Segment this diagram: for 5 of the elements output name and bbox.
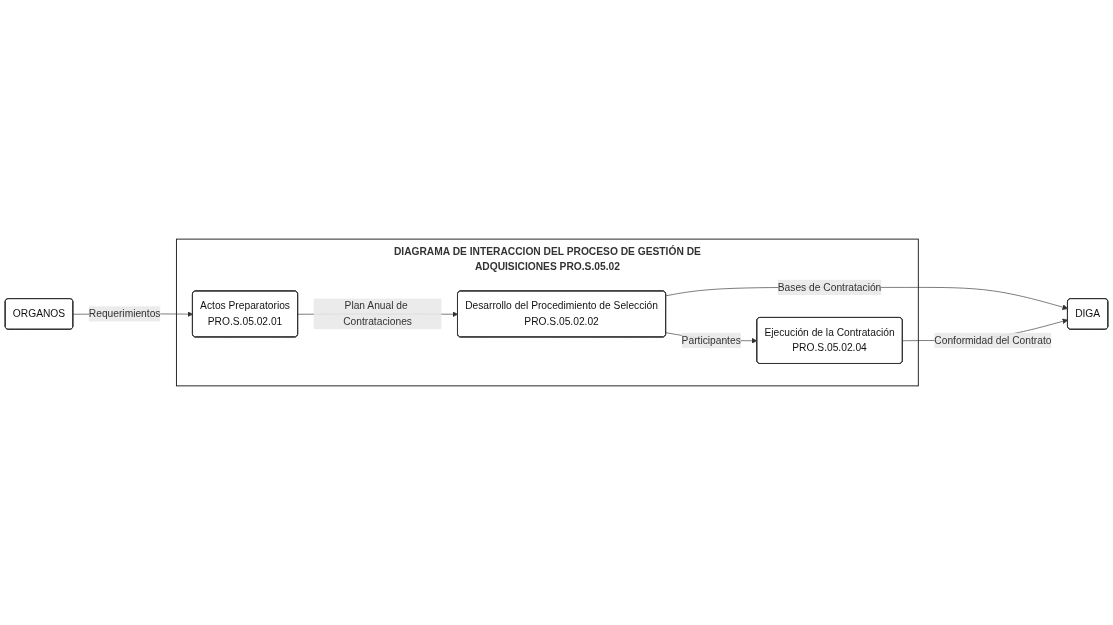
edge-label: Bases de Contratación bbox=[777, 281, 882, 293]
edge-label: Participantes bbox=[681, 334, 741, 346]
edge-label: Requerimientos bbox=[88, 308, 161, 320]
edge-label: Conformidad del Contrato bbox=[934, 334, 1052, 346]
edge-label: Plan Anual de Contrataciones bbox=[343, 300, 412, 327]
